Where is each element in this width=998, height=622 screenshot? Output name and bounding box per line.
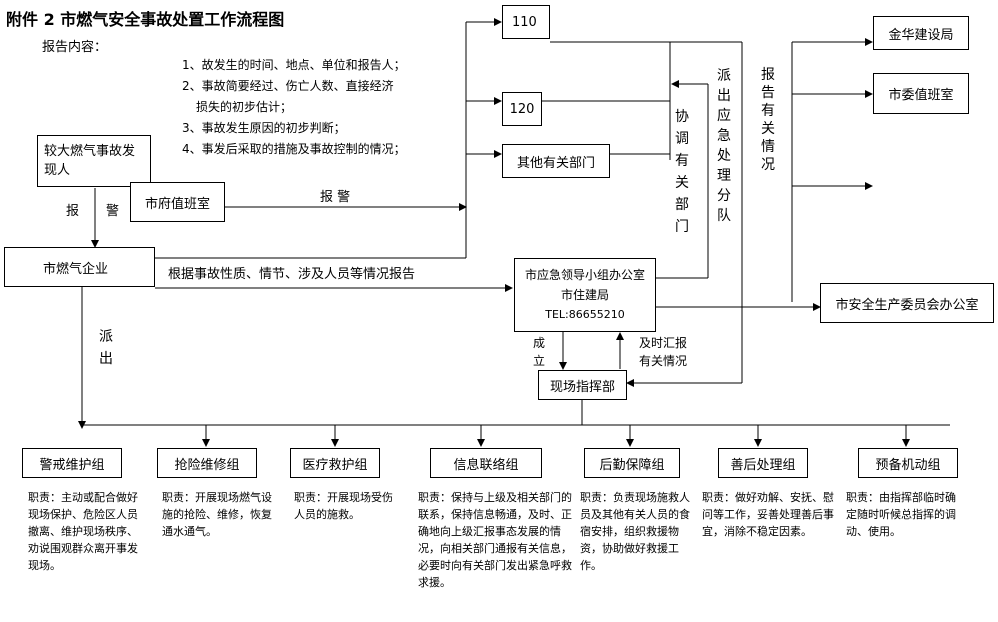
- group-duty: 职责：保持与上级及相关部门的联系，保持信息畅通，及时、正确地向上级汇报事态发展的…: [418, 491, 572, 589]
- report-item: 损失的初步估计；: [196, 100, 293, 114]
- node-leader-office: 市应急领导小组办公室 市住建局 TEL:86655210: [514, 258, 656, 332]
- report-content-list: 1、故发生的时间、地点、单位和报告人； 2、事故简要经过、伤亡人数、直接经济 损…: [182, 55, 406, 160]
- group-duty: 职责：开展现场燃气设施的抢险、维修，恢复通水通气。: [162, 491, 272, 538]
- label-report-police: 报 警: [320, 190, 351, 205]
- label-dispatch-team: 派出应急处理分队: [717, 68, 731, 224]
- page-title: 附件 2 市燃气安全事故处置工作流程图: [6, 10, 285, 29]
- node-field-hq: 现场指挥部: [538, 370, 627, 400]
- report-content-heading: 报告内容：: [42, 40, 108, 55]
- label-report-char1: 报: [66, 204, 80, 219]
- group-duty: 职责：由指挥部临时确定随时听候总指挥的调动、使用。: [846, 491, 956, 538]
- group-box: 信息联络组: [430, 448, 542, 478]
- group-box: 医疗救护组: [290, 448, 380, 478]
- node-jinhua-construction: 金华建设局: [873, 16, 969, 50]
- node-other-depts: 其他有关部门: [502, 144, 610, 178]
- label-establish: 成立: [533, 336, 546, 368]
- label-report-timely: 及时汇报有关情况: [639, 336, 688, 368]
- node-gov-duty-room: 市府值班室: [130, 182, 225, 222]
- report-item: 3、事故发生原因的初步判断；: [182, 121, 346, 135]
- report-item: 1、故发生的时间、地点、单位和报告人；: [182, 58, 406, 72]
- node-110: 110: [502, 5, 550, 39]
- node-gas-company: 市燃气企业: [4, 247, 155, 287]
- group-box: 警戒维护组: [22, 448, 122, 478]
- report-item: 4、事发后采取的措施及事故控制的情况；: [182, 142, 406, 156]
- label-report-situation: 报告有关情况: [761, 67, 775, 173]
- group-box: 抢险维修组: [157, 448, 257, 478]
- node-party-duty-room: 市委值班室: [873, 73, 969, 114]
- label-dispatch: 派出: [99, 329, 113, 367]
- node-safety-office: 市安全生产委员会办公室: [820, 283, 994, 323]
- group-duty: 职责：做好劝解、安抚、慰问等工作，妥善处理善后事宜，消除不稳定因素。: [702, 491, 834, 538]
- group-box: 后勤保障组: [584, 448, 680, 478]
- label-report-by-nature: 根据事故性质、情节、涉及人员等情况报告: [168, 267, 416, 282]
- group-box: 预备机动组: [858, 448, 958, 478]
- group-duty: 职责：开展现场受伤人员的施救。: [294, 491, 393, 521]
- node-120: 120: [502, 92, 542, 126]
- group-box: 善后处理组: [718, 448, 808, 478]
- group-duty: 职责：主动或配合做好现场保护、危险区人员撤离、维护现场秩序、劝说围观群众离开事发…: [28, 491, 138, 572]
- group-duty: 职责：负责现场施救人员及其他有关人员的食宿安排，组织救援物资，协助做好救援工作。: [580, 491, 690, 572]
- node-discoverer: 较大燃气事故发现人: [37, 135, 151, 187]
- label-report-char2: 警: [106, 204, 120, 219]
- tel-number: TEL:86655210: [545, 308, 625, 321]
- label-coordinate: 协调有关部门: [675, 109, 689, 235]
- report-item: 2、事故简要经过、伤亡人数、直接经济: [182, 79, 394, 93]
